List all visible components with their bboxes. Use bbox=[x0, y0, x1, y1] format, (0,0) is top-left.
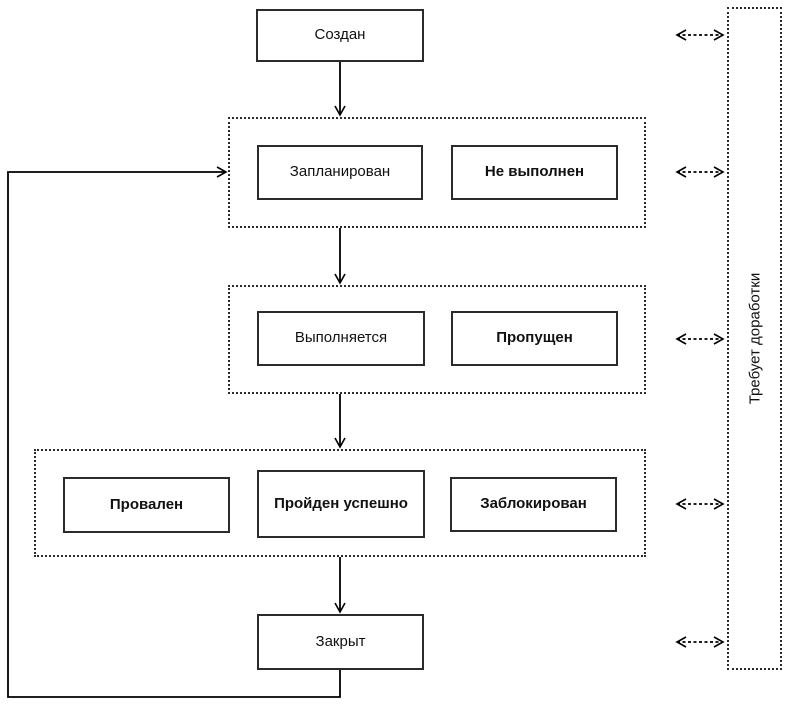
state-planned: Запланирован bbox=[257, 145, 423, 200]
state-skipped: Пропущен bbox=[451, 311, 618, 366]
state-passed: Пройден успешно bbox=[257, 470, 425, 538]
group-planned bbox=[228, 117, 646, 228]
state-created: Создан bbox=[256, 9, 424, 62]
group-executing bbox=[228, 285, 646, 394]
state-closed: Закрыт bbox=[257, 614, 424, 670]
state-in-progress: Выполняется bbox=[257, 311, 425, 366]
state-needs-rework: Требует доработки bbox=[727, 7, 782, 670]
state-failed: Провален bbox=[63, 477, 230, 533]
state-blocked: Заблокирован bbox=[450, 477, 617, 532]
group-result bbox=[34, 449, 646, 557]
state-not-executed: Не выполнен bbox=[451, 145, 618, 200]
needs-rework-label: Требует доработки bbox=[746, 272, 764, 405]
